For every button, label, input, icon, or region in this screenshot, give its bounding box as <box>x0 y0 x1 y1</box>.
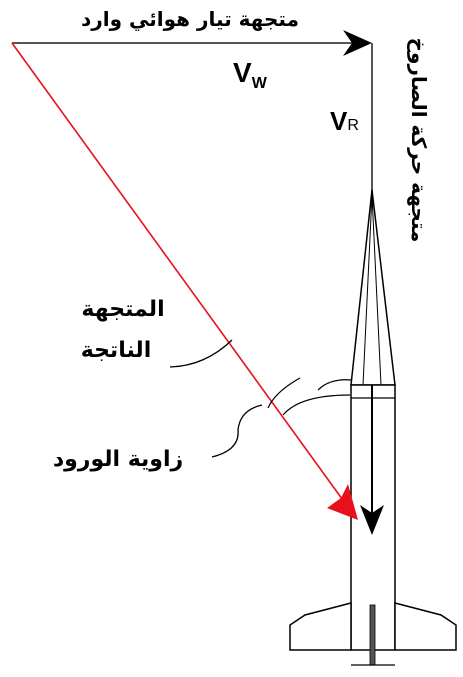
resultant-leader <box>169 339 233 368</box>
resultant-vector-arrowhead <box>327 484 358 520</box>
rocket-fin-left <box>289 602 352 651</box>
wind-vector-arrowhead <box>343 30 372 56</box>
resultant-vector-line <box>11 42 346 504</box>
incidence-angle-label: زاوية الورود <box>53 447 183 472</box>
angle-arc-outer <box>267 377 301 409</box>
rocket-nose-inner-right <box>371 194 382 386</box>
incidence-leader <box>211 404 263 458</box>
rocket-vector-arrowhead <box>360 505 384 535</box>
wind-vector-label: متجهة تيار هوائي وارد <box>81 7 299 32</box>
resultant-label-line1: المتجهة <box>81 297 164 322</box>
rocket-fin-right <box>394 602 457 651</box>
rocket-motion-label: متجهة حركة الصاروخ <box>407 38 431 243</box>
resultant-label-line2: الناتجة <box>81 338 152 363</box>
rocket-nose-inner-left <box>362 194 373 386</box>
vw-symbol: VW <box>233 57 268 92</box>
angle-arc-inner <box>317 379 353 391</box>
rocket-fin-slot <box>369 604 376 666</box>
vr-symbol: VR <box>330 106 359 136</box>
angle-arc-mid <box>282 394 351 416</box>
